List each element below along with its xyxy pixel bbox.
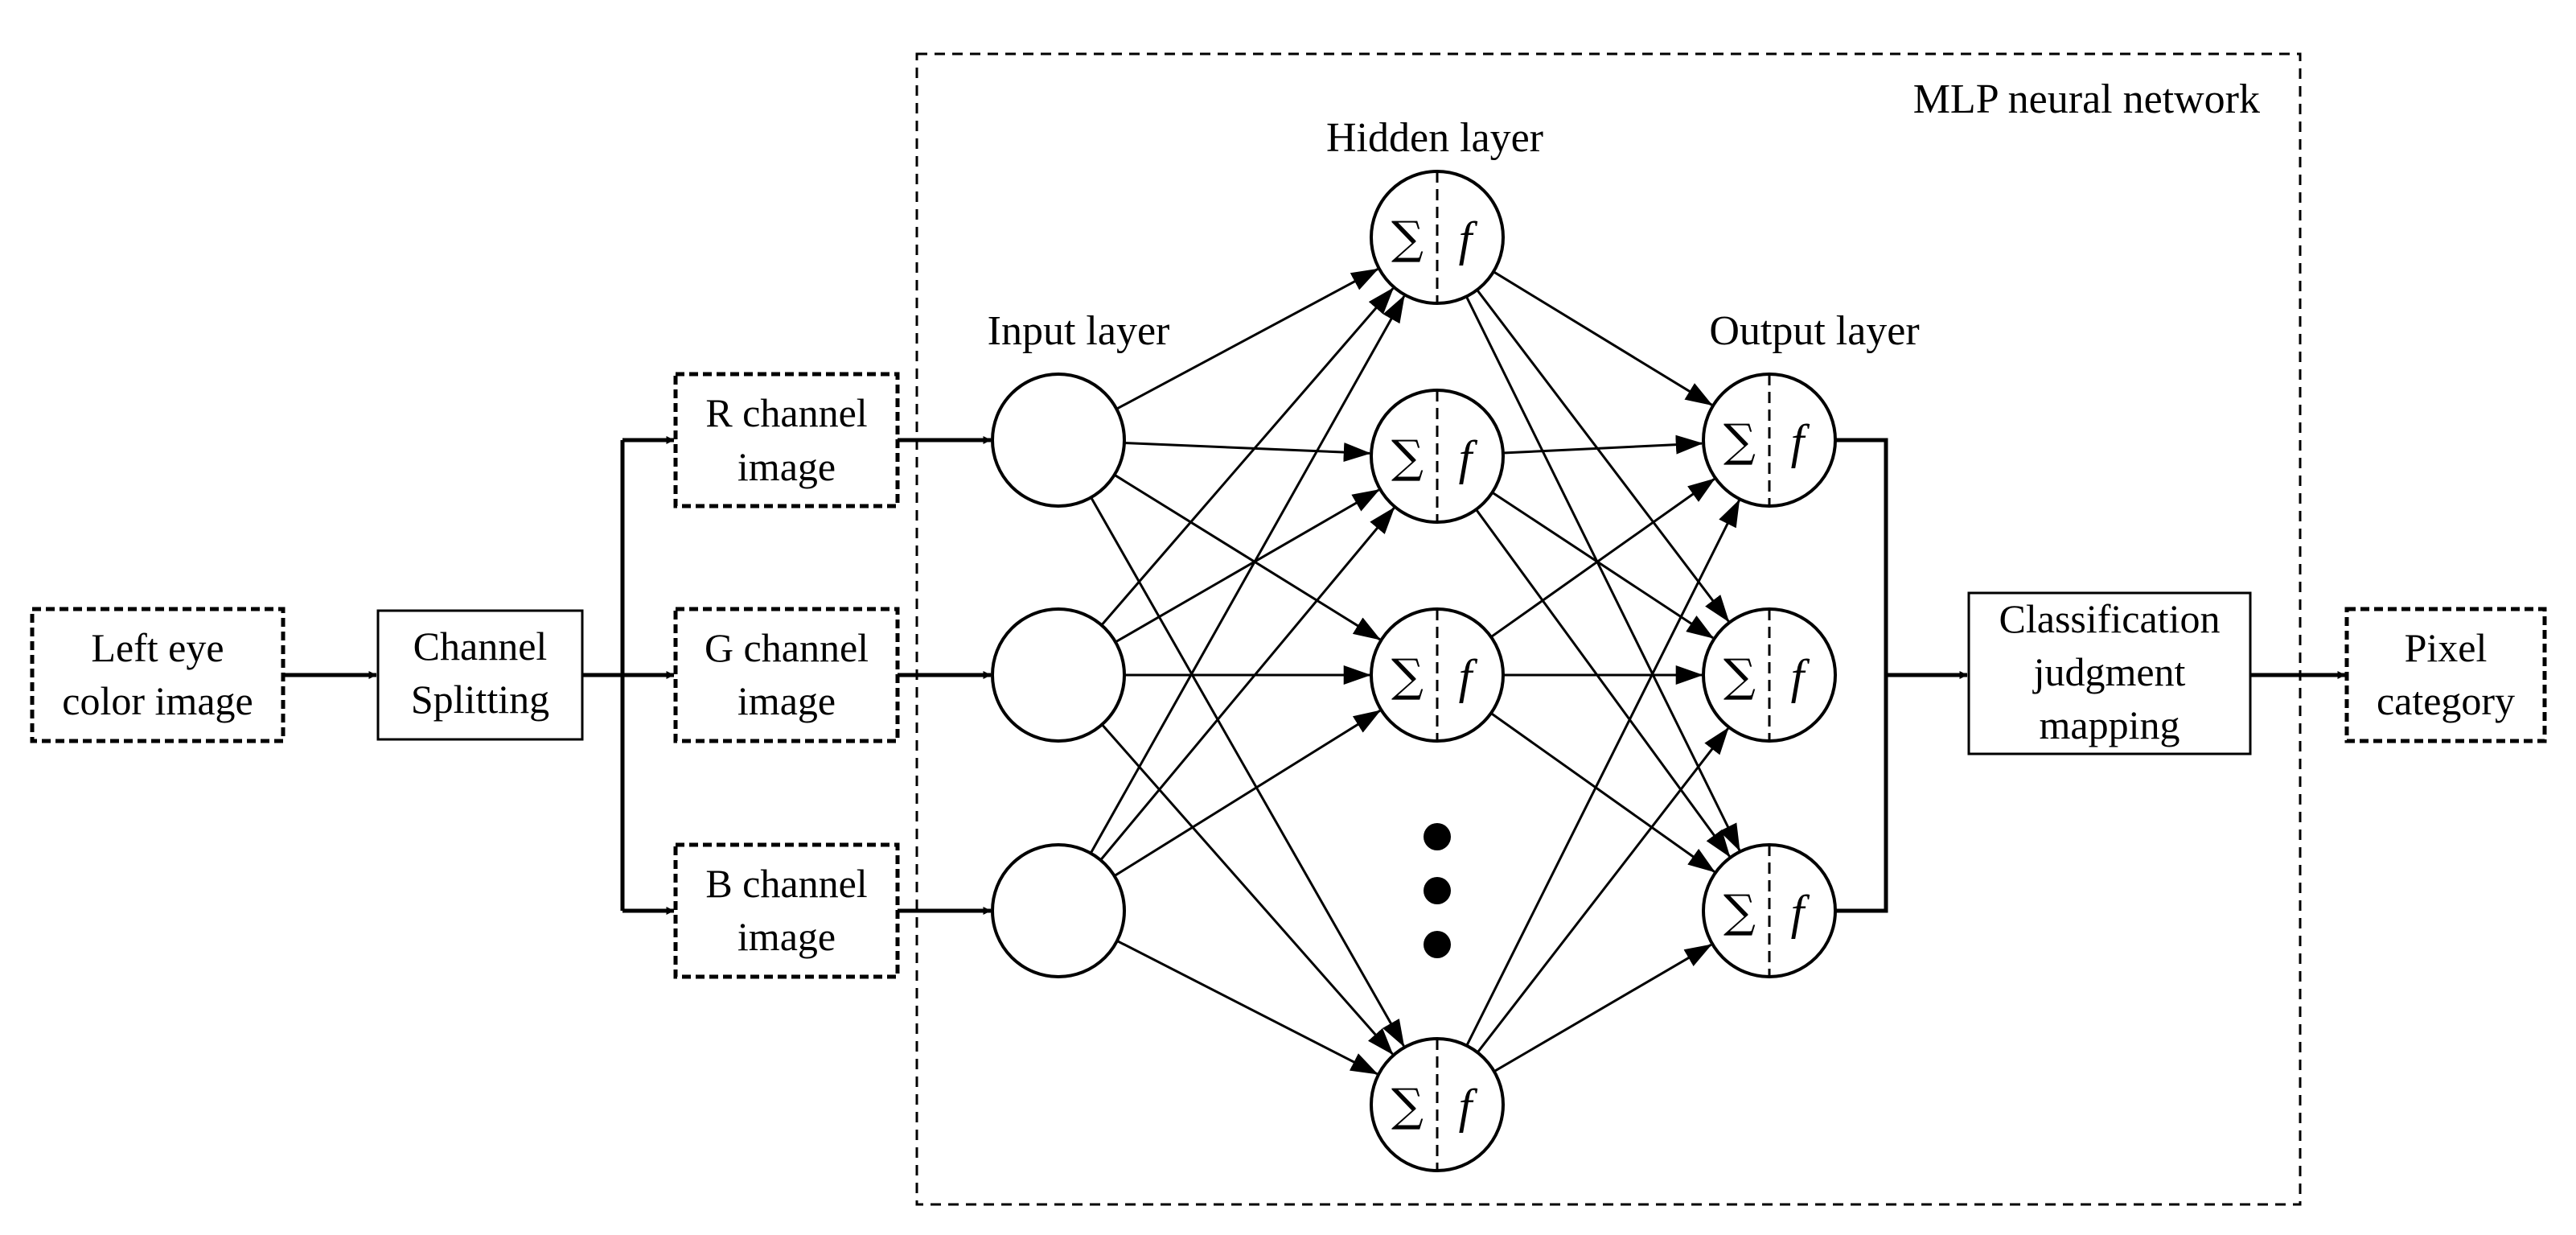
input-to-hidden-link [1115, 268, 1379, 410]
classification-block: Classification judgment mapping [1967, 591, 2252, 755]
b-channel-block: B channel image [673, 842, 900, 979]
hidden-to-output-link [1491, 491, 1715, 640]
input-to-hidden-link [1115, 488, 1380, 644]
sum-symbol: ∑ [1391, 431, 1424, 484]
hidden-neuron: ∑ f [1370, 607, 1505, 743]
hidden-to-output-link [1465, 295, 1741, 852]
hidden-to-output-link [1490, 712, 1715, 873]
channel-splitting-block: Channel Splitting [376, 609, 584, 741]
pixel-category-line-1: Pixel [2405, 625, 2488, 670]
b-channel-line-1: B channel [705, 861, 867, 906]
output-neuron: ∑ f [1702, 373, 1837, 508]
mlp-title: MLP neural network [1913, 76, 2260, 122]
hidden-layer-label: Hidden layer [1326, 115, 1543, 161]
sum-symbol: ∑ [1391, 1080, 1424, 1132]
hidden-to-output-link [1465, 499, 1740, 1047]
g-channel-block: G channel image [673, 607, 900, 743]
input-neuron [991, 373, 1126, 508]
mlp-network-frame [915, 52, 2302, 1206]
sum-symbol: ∑ [1391, 212, 1424, 265]
hidden-to-output-link [1476, 289, 1730, 623]
r-channel-line-1: R channel [705, 390, 867, 435]
classification-line-3: mapping [2040, 702, 2180, 747]
sum-symbol: ∑ [1723, 415, 1756, 467]
g-channel-line-2: image [737, 678, 836, 723]
hidden-neuron: ∑ f [1370, 170, 1505, 305]
input-to-hidden-link [1090, 496, 1405, 1048]
sum-symbol: ∑ [1391, 650, 1424, 702]
r-channel-line-2: image [737, 444, 836, 489]
hidden-neuron: ∑ f [1370, 1037, 1505, 1172]
pixel-category-block: Pixel category [2344, 607, 2547, 743]
input-to-hidden-link [1089, 294, 1406, 854]
input-to-hidden-link [1101, 723, 1394, 1056]
channel-splitting-line-1: Channel [413, 624, 548, 669]
hidden-to-output-link [1490, 478, 1715, 638]
channel-splitting-line-2: Splitting [411, 677, 549, 722]
hidden-layer: ∑ f ∑ f ∑ f ∑ f [1370, 170, 1505, 1172]
input-to-hidden-link [1100, 287, 1395, 626]
output-collector-line [1835, 438, 1888, 913]
input-layer-label: Input layer [988, 308, 1170, 354]
output-layer-label: Output layer [1709, 308, 1919, 354]
input-to-hidden-link [1124, 442, 1371, 463]
pixel-category-line-2: category [2377, 678, 2515, 723]
output-neuron: ∑ f [1702, 843, 1837, 978]
sum-symbol: ∑ [1723, 886, 1756, 938]
output-layer: ∑ f ∑ f ∑ f [1702, 373, 1837, 978]
input-to-hidden-link [1099, 507, 1395, 861]
input-to-hidden-link [1116, 940, 1378, 1076]
ellipsis-dots [1424, 823, 1451, 958]
hidden-to-output-link [1502, 434, 1703, 455]
hidden-to-output-link [1493, 944, 1712, 1072]
r-channel-block: R channel image [673, 372, 900, 508]
left-eye-line-1: Left eye [91, 625, 224, 670]
left-eye-image-block: Left eye color image [30, 607, 286, 743]
hidden-to-output-link [1475, 508, 1731, 858]
hidden-to-output-link [1477, 727, 1729, 1054]
g-channel-line-1: G channel [705, 625, 869, 670]
sum-symbol: ∑ [1723, 650, 1756, 702]
input-neuron [991, 607, 1126, 743]
hidden-neuron: ∑ f [1370, 389, 1505, 524]
input-layer [991, 373, 1126, 978]
input-to-hidden-link [1113, 473, 1382, 640]
b-channel-line-2: image [737, 914, 836, 959]
input-to-hidden-link [1113, 710, 1382, 877]
output-neuron: ∑ f [1702, 607, 1837, 743]
classification-line-1: Classification [1999, 596, 2221, 641]
classification-line-2: judgment [2032, 649, 2186, 694]
pipeline-connectors [283, 436, 2346, 915]
input-neuron [991, 843, 1126, 978]
network-connections [1089, 268, 1741, 1076]
left-eye-line-2: color image [62, 678, 253, 723]
hidden-to-output-link [1493, 270, 1713, 406]
